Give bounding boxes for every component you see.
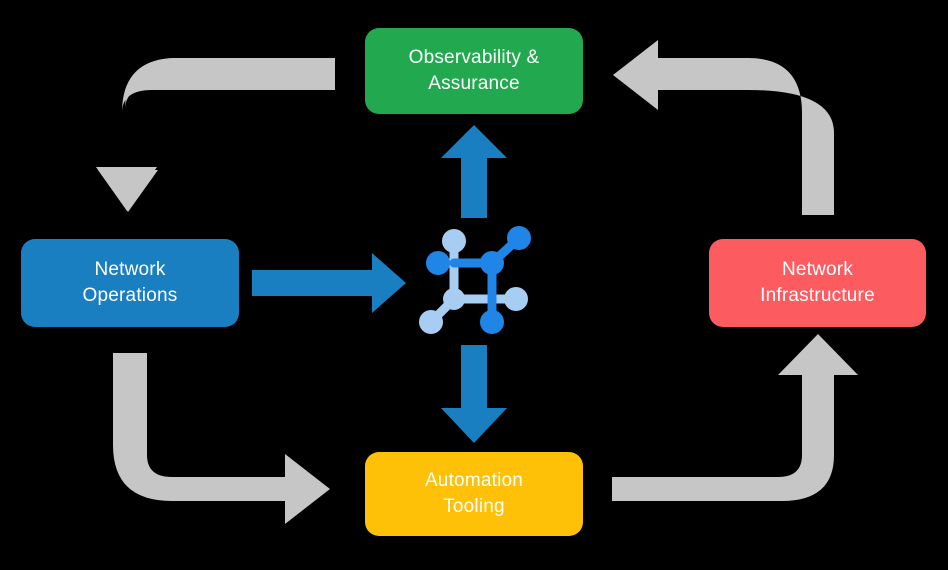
node-label-network-infrastructure: Network Infrastructure — [760, 259, 875, 306]
arrow-observability-to-operations — [98, 58, 335, 212]
node-box-observability[interactable]: Observability & Assurance — [365, 28, 583, 114]
node-label-observability: Observability & Assurance — [408, 47, 540, 94]
node-mid-right — [504, 287, 528, 311]
node-bottom-center — [480, 310, 504, 334]
arrow-center-to-observability — [441, 125, 507, 218]
node-box-automation-tooling[interactable]: Automation Tooling — [365, 452, 583, 536]
node-label-automation-tooling: Automation Tooling — [424, 470, 524, 517]
node-label-network-operations: Network Operations — [82, 259, 178, 306]
node-center — [480, 251, 504, 275]
arrow-center-to-automation — [441, 345, 507, 443]
arrow-automation-to-infrastructure — [612, 334, 858, 501]
arrow-observability-to-operations-shape — [96, 58, 335, 211]
node-bottom-left — [419, 310, 443, 334]
network-topology-icon — [419, 226, 531, 334]
node-box-network-infrastructure[interactable]: Network Infrastructure — [709, 239, 926, 327]
arrow-operations-to-automation — [113, 353, 330, 524]
node-box-network-operations[interactable]: Network Operations — [21, 239, 239, 327]
node-top-left — [442, 229, 466, 253]
node-top-right — [507, 226, 531, 250]
arrow-operations-to-center — [252, 253, 406, 313]
node-mid-left — [443, 288, 465, 310]
arrow-infrastructure-to-observability — [613, 40, 834, 215]
node-left — [426, 251, 450, 275]
